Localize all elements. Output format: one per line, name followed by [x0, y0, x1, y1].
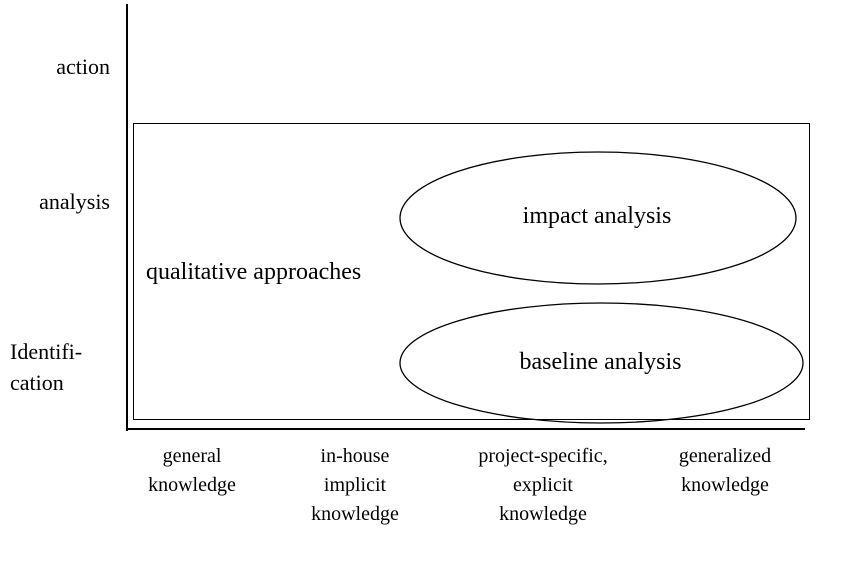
ellipse-impact-analysis [399, 151, 797, 285]
x-axis-label-generalized-knowledge: generalized knowledge [645, 442, 805, 500]
x-axis-label-project-specific-explicit-knowledge-line2: explicit [513, 474, 573, 496]
ellipse-baseline-analysis-shape [399, 302, 804, 424]
ellipse-impact-analysis-shape [399, 151, 797, 285]
ellipse-label-impact-analysis: impact analysis [522, 203, 672, 229]
x-axis-line [126, 428, 805, 430]
y-axis-label-identification-line1: Identifi- [10, 339, 83, 364]
x-axis-label-general-knowledge-line1: general [162, 445, 222, 467]
x-axis-label-project-specific-explicit-knowledge-line1: project-specific, [478, 445, 608, 467]
y-axis-label-analysis: analysis [39, 189, 110, 214]
plot-label-qualitative-approaches: qualitative approaches [146, 259, 362, 285]
x-axis-label-in-house-implicit-knowledge: in-house implicit knowledge [275, 442, 435, 529]
ellipse-baseline-analysis [399, 302, 804, 424]
x-axis-label-general-knowledge: general knowledge [112, 442, 272, 500]
x-axis-label-project-specific-explicit-knowledge: project-specific, explicit knowledge [448, 442, 638, 529]
y-axis-line [126, 4, 128, 431]
x-axis-label-general-knowledge-line2: knowledge [148, 474, 236, 496]
plot-area-box [133, 123, 810, 420]
x-axis-label-generalized-knowledge-line1: generalized [678, 445, 772, 467]
x-axis-label-project-specific-explicit-knowledge-line3: knowledge [499, 503, 587, 525]
x-axis-label-in-house-implicit-knowledge-line2: implicit [323, 474, 387, 496]
ellipse-label-baseline-analysis: baseline analysis [519, 349, 682, 375]
x-axis-label-in-house-implicit-knowledge-line1: in-house [320, 445, 390, 467]
y-axis-label-action: action [56, 54, 110, 79]
y-axis-label-identification: Identifi- cation [10, 336, 82, 398]
y-axis-label-identification-line2: cation [10, 370, 64, 395]
x-axis-label-in-house-implicit-knowledge-line3: knowledge [311, 503, 399, 525]
x-axis-label-generalized-knowledge-line2: knowledge [681, 474, 769, 496]
